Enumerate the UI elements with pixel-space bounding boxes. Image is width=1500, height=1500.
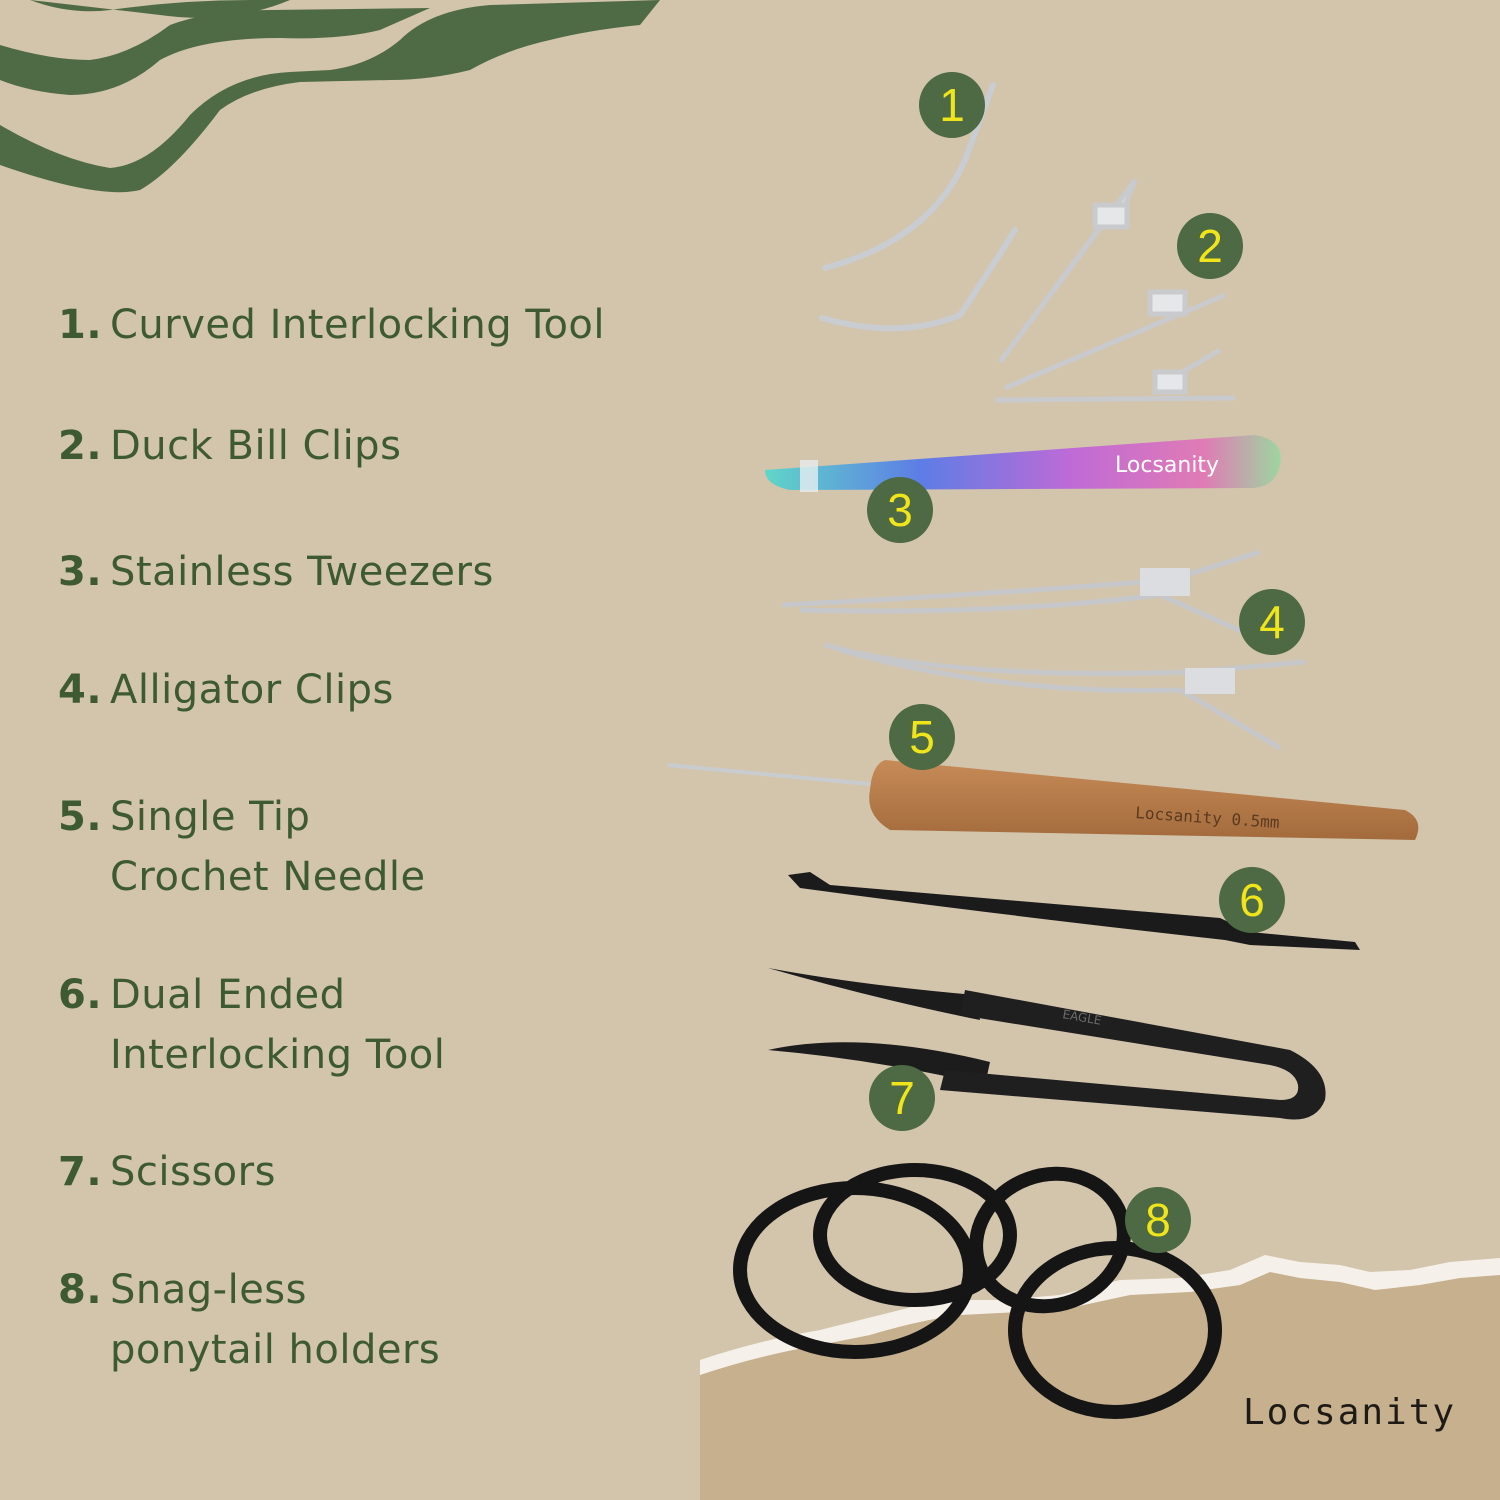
item-label: Dual Ended: [110, 972, 346, 1018]
tweezers-label: Locsanity: [1115, 453, 1219, 478]
item-label: Duck Bill Clips: [110, 423, 402, 469]
alligator-clips: [781, 549, 1306, 751]
item-label: Stainless Tweezers: [110, 549, 494, 595]
item-label: Single Tip: [110, 794, 311, 840]
item-number: 7.: [58, 1149, 103, 1195]
item-number: 3.: [58, 549, 103, 595]
item-number: 1.: [58, 302, 103, 348]
item-number: 4.: [58, 667, 103, 713]
item-label: Snag-less: [110, 1267, 307, 1313]
curved-interlocking-tool: [819, 82, 1018, 332]
item-number: 2.: [58, 423, 103, 469]
list-item: 7.Scissors: [58, 1142, 276, 1202]
duck-bill-clips: [994, 178, 1236, 403]
ponytail-holders: [733, 1163, 1222, 1419]
wave-decoration: [0, 0, 660, 193]
number-badge: 7: [869, 1065, 935, 1131]
item-label-line2: Crochet Needle: [110, 854, 426, 900]
number-badge: 5: [889, 704, 955, 770]
number-badge: 2: [1177, 213, 1243, 279]
number-badge: 4: [1239, 589, 1305, 655]
list-item: 3.Stainless Tweezers: [58, 542, 494, 602]
item-label: Alligator Clips: [110, 667, 394, 713]
item-label: Curved Interlocking Tool: [110, 302, 606, 348]
dual-ended-tool: [788, 872, 1360, 950]
item-number: 5.: [58, 794, 103, 840]
scissors-label: EAGLE: [1061, 1007, 1102, 1028]
list-item: 2.Duck Bill Clips: [58, 416, 401, 476]
number-badge: 6: [1219, 867, 1285, 933]
item-label: Scissors: [110, 1149, 276, 1195]
number-badge: 8: [1125, 1187, 1191, 1253]
crochet-needle-handle: [869, 760, 1419, 840]
number-badge: 3: [867, 477, 933, 543]
crochet-needle-tip: [667, 763, 881, 787]
scissors: EAGLE: [768, 968, 1326, 1120]
item-number: 8.: [58, 1267, 103, 1313]
number-badge: 1: [919, 72, 985, 138]
item-label-line2: Interlocking Tool: [110, 1032, 446, 1078]
item-number: 6.: [58, 972, 103, 1018]
item-label-line2: ponytail holders: [110, 1327, 441, 1373]
list-item: 4.Alligator Clips: [58, 660, 394, 720]
tweezers: [765, 435, 1281, 490]
list-item: 8.Snag-less ponytail holders: [58, 1260, 440, 1380]
list-item: 1.Curved Interlocking Tool: [58, 295, 605, 355]
brand-logo: Locsanity: [1243, 1392, 1457, 1433]
